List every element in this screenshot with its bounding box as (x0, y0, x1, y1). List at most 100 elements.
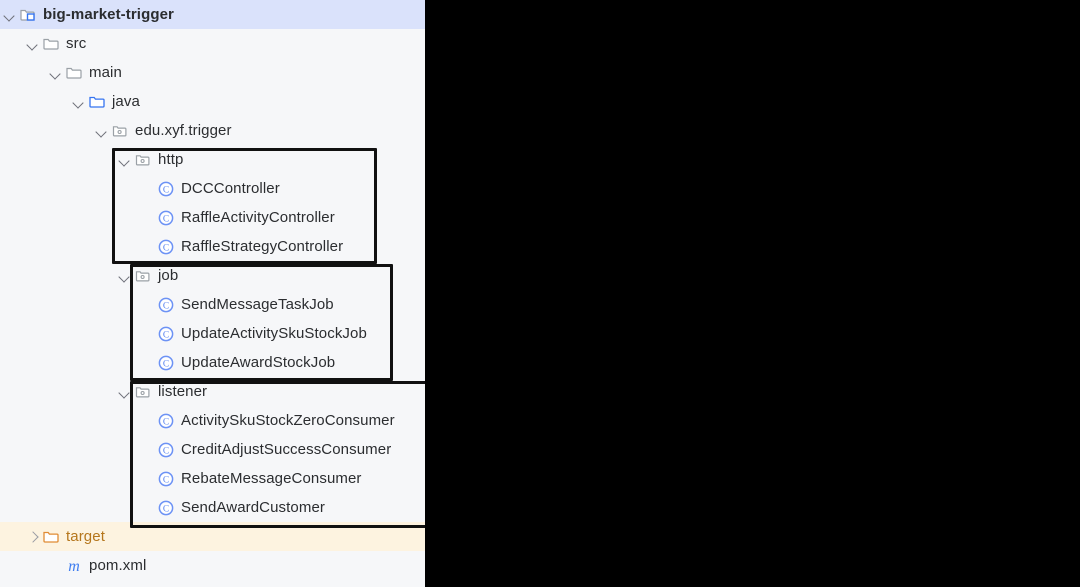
tree-row-label: src (66, 35, 87, 52)
chevron-down-icon[interactable] (25, 36, 41, 52)
chevron-placeholder (140, 181, 156, 197)
svg-text:C: C (163, 214, 169, 224)
tree-row-updateawardstockjob[interactable]: C UpdateAwardStockJob (0, 348, 425, 377)
indent-spacer (0, 536, 25, 537)
svg-text:C: C (163, 243, 169, 253)
package-icon (133, 382, 153, 402)
tree-row-raffleactivitycontroller[interactable]: C RaffleActivityController (0, 203, 425, 232)
tree-row-http[interactable]: http (0, 145, 425, 174)
tree-row-label: big-market-trigger (43, 6, 174, 23)
tree-row-job[interactable]: job (0, 261, 425, 290)
java-class-icon: C (156, 179, 176, 199)
tree-row-label: http (158, 151, 184, 168)
indent-spacer (0, 188, 140, 189)
svg-text:m: m (68, 558, 80, 575)
tree-row-label: java (112, 93, 140, 110)
chevron-down-icon[interactable] (71, 94, 87, 110)
chevron-down-icon[interactable] (94, 123, 110, 139)
java-class-icon: C (156, 411, 176, 431)
chevron-placeholder (48, 558, 64, 574)
indent-spacer (0, 391, 117, 392)
tree-row-label: CreditAdjustSuccessConsumer (181, 441, 392, 458)
tree-row-label: pom.xml (89, 557, 147, 574)
java-class-icon: C (156, 440, 176, 460)
chevron-placeholder (140, 297, 156, 313)
tree-row-pom-xml[interactable]: m pom.xml (0, 551, 425, 580)
tree-row-label: job (158, 267, 179, 284)
tree-row-src[interactable]: src (0, 29, 425, 58)
svg-text:C: C (163, 446, 169, 456)
package-icon (110, 121, 130, 141)
tree-row-java[interactable]: java (0, 87, 425, 116)
indent-spacer (0, 304, 140, 305)
chevron-down-icon[interactable] (2, 7, 18, 23)
chevron-placeholder (140, 355, 156, 371)
chevron-placeholder (140, 210, 156, 226)
java-class-icon: C (156, 237, 176, 257)
indent-spacer (0, 101, 71, 102)
indent-spacer (0, 217, 140, 218)
tree-row-label: RaffleActivityController (181, 209, 335, 226)
indent-spacer (0, 478, 140, 479)
tree-row-main[interactable]: main (0, 58, 425, 87)
indent-spacer (0, 565, 48, 566)
indent-spacer (0, 246, 140, 247)
tree-row-updateactivityskustockjob[interactable]: C UpdateActivitySkuStockJob (0, 319, 425, 348)
tree-row-label: target (66, 528, 105, 545)
tree-row-creditadjustsuccessconsumer[interactable]: C CreditAdjustSuccessConsumer (0, 435, 425, 464)
tree-row-label: SendMessageTaskJob (181, 296, 334, 313)
tree-row-rebatemessageconsumer[interactable]: C RebateMessageConsumer (0, 464, 425, 493)
tree-row-label: edu.xyf.trigger (135, 122, 232, 139)
svg-text:C: C (163, 330, 169, 340)
indent-spacer (0, 72, 48, 73)
indent-spacer (0, 43, 25, 44)
indent-spacer (0, 507, 140, 508)
source-root-folder-icon (87, 92, 107, 112)
java-class-icon: C (156, 498, 176, 518)
tree-row-label: ActivitySkuStockZeroConsumer (181, 412, 395, 429)
java-class-icon: C (156, 295, 176, 315)
tree-row-rafflestrategycontroller[interactable]: C RaffleStrategyController (0, 232, 425, 261)
chevron-placeholder (140, 500, 156, 516)
tree-row-target[interactable]: target (0, 522, 425, 551)
chevron-placeholder (140, 326, 156, 342)
java-class-icon: C (156, 208, 176, 228)
indent-spacer (0, 333, 140, 334)
module-folder-icon (18, 5, 38, 25)
tree-row-label: UpdateActivitySkuStockJob (181, 325, 367, 342)
tree-row-sendawardcustomer[interactable]: C SendAwardCustomer (0, 493, 425, 522)
tree-row-activityskustockzeroconsumer[interactable]: C ActivitySkuStockZeroConsumer (0, 406, 425, 435)
tree-row-label: SendAwardCustomer (181, 499, 325, 516)
java-class-icon: C (156, 469, 176, 489)
chevron-down-icon[interactable] (117, 152, 133, 168)
tree-row-big-market-trigger[interactable]: big-market-trigger (0, 0, 425, 29)
tree-row-sendmessagetaskjob[interactable]: C SendMessageTaskJob (0, 290, 425, 319)
tree-row-label: main (89, 64, 122, 81)
tree-row-label: RaffleStrategyController (181, 238, 344, 255)
chevron-placeholder (140, 239, 156, 255)
java-class-icon: C (156, 324, 176, 344)
tree-row-listener[interactable]: listener (0, 377, 425, 406)
svg-text:C: C (163, 504, 169, 514)
folder-icon (64, 63, 84, 83)
tree-row-label: RebateMessageConsumer (181, 470, 362, 487)
excluded-folder-icon (41, 527, 61, 547)
tree-row-edu-xyf-trigger[interactable]: edu.xyf.trigger (0, 116, 425, 145)
chevron-placeholder (140, 471, 156, 487)
chevron-down-icon[interactable] (117, 268, 133, 284)
package-icon (133, 150, 153, 170)
chevron-down-icon[interactable] (117, 384, 133, 400)
tree-row-label: UpdateAwardStockJob (181, 354, 336, 371)
indent-spacer (0, 275, 117, 276)
tree-row-label: listener (158, 383, 208, 400)
svg-text:C: C (163, 301, 169, 311)
indent-spacer (0, 449, 140, 450)
chevron-right-icon[interactable] (25, 529, 41, 545)
maven-pom-icon: m (64, 556, 84, 576)
indent-spacer (0, 159, 117, 160)
svg-text:C: C (163, 359, 169, 369)
svg-text:C: C (163, 417, 169, 427)
chevron-down-icon[interactable] (48, 65, 64, 81)
